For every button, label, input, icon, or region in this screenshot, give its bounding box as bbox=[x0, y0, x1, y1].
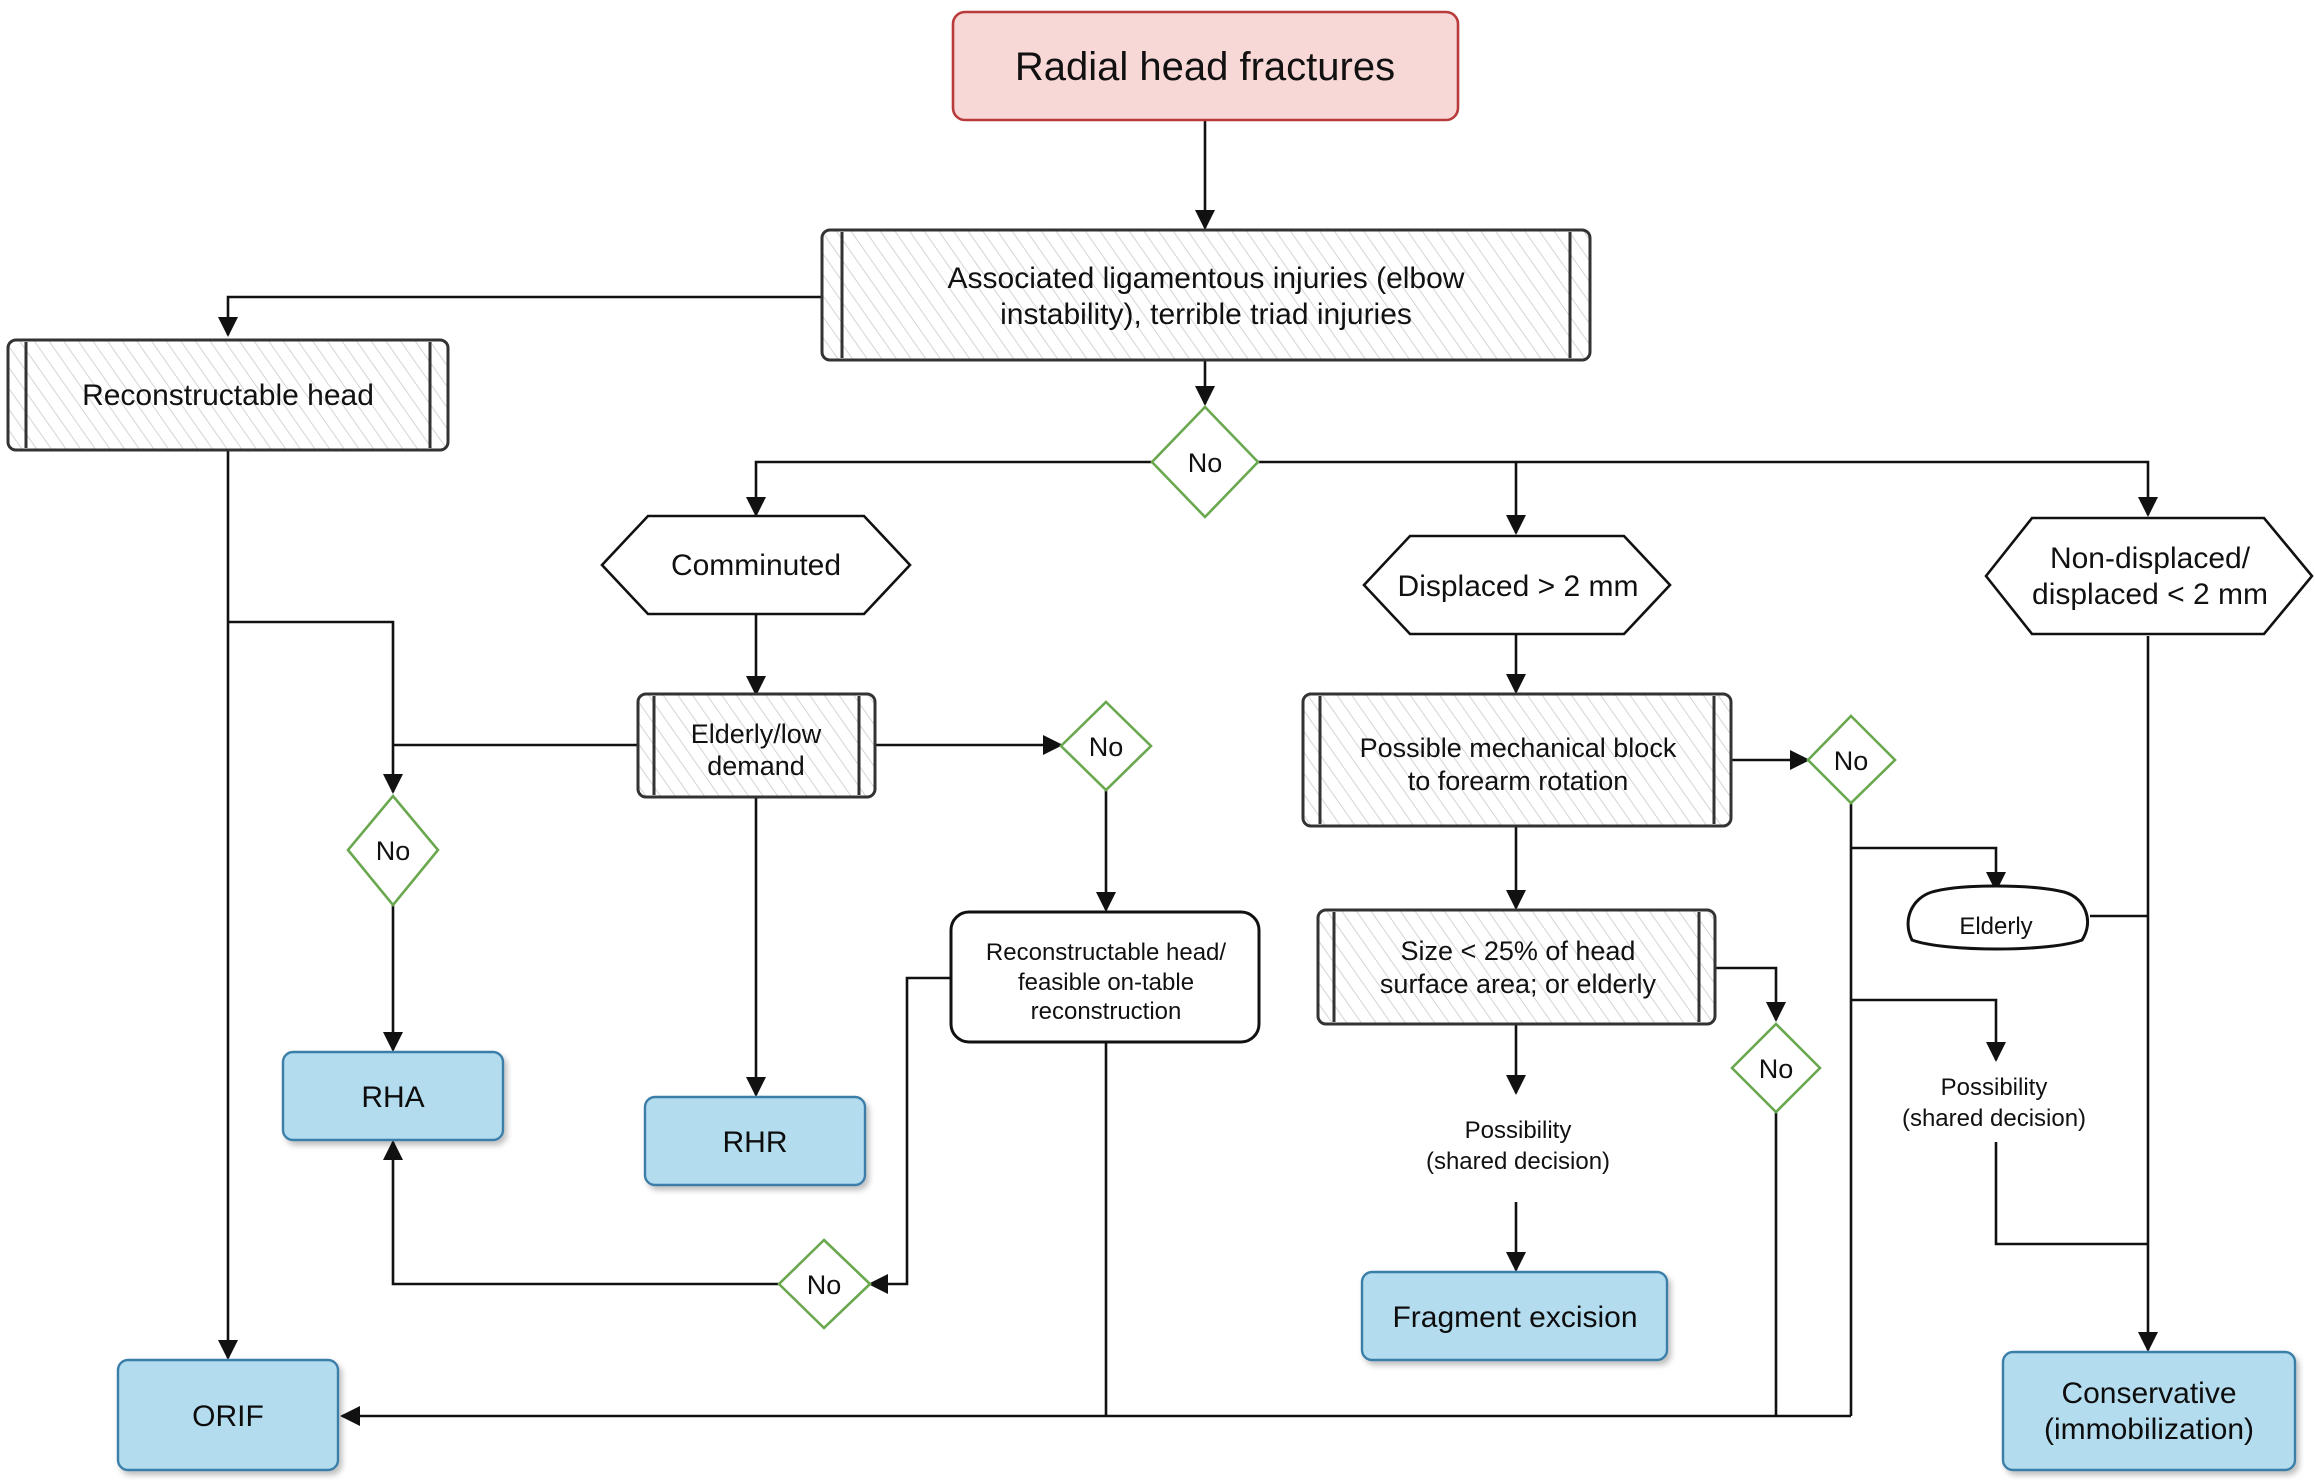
outcome-fragment-excision-text: Fragment excision bbox=[1392, 1301, 1637, 1334]
associated-injuries-node: Associated ligamentous injuries (elbow i… bbox=[820, 228, 1592, 362]
non-displaced-hexagon bbox=[1984, 516, 2314, 636]
possibility-right-line1: Possibility bbox=[1941, 1074, 2048, 1101]
reconstructable-feasible-box bbox=[949, 910, 1261, 1044]
decision-no-elderly-demand-label: No bbox=[1089, 732, 1124, 762]
decision-diamond bbox=[1150, 405, 1260, 519]
decision-no-size: No bbox=[1730, 1022, 1822, 1114]
decision-no-size-label: No bbox=[1759, 1054, 1794, 1084]
mechanical-block-node: Possible mechanical block to forearm rot… bbox=[1301, 692, 1733, 828]
outcome-conservative-line1: Conservative bbox=[2061, 1377, 2236, 1410]
decision-diamond bbox=[1059, 700, 1153, 792]
associated-injuries-line2: instability), terrible triad injuries bbox=[1000, 298, 1412, 331]
outcome-conservative-box bbox=[2001, 1350, 2297, 1472]
decision-no-rha-path: No bbox=[346, 793, 440, 908]
reconstructable-head-node: Reconstructable head bbox=[6, 338, 450, 452]
outcome-conservative-line2: (immobilization) bbox=[2044, 1413, 2254, 1446]
reconstructable-feasible-line2: feasible on-table bbox=[1018, 969, 1194, 996]
displaced-node: Displaced > 2 mm bbox=[1362, 534, 1672, 636]
elderly-low-demand-node: Elderly/low demand bbox=[636, 692, 877, 799]
outcome-conservative: Conservative (immobilization) bbox=[2001, 1350, 2297, 1472]
outcome-rhr-text: RHR bbox=[723, 1126, 788, 1159]
reconstructable-feasible-node: Reconstructable head/ feasible on-table … bbox=[949, 910, 1261, 1044]
non-displaced-line2: displaced < 2 mm bbox=[2032, 578, 2268, 611]
size-small-line2: surface area; or elderly bbox=[1380, 969, 1657, 999]
outcome-rha-text: RHA bbox=[361, 1081, 424, 1114]
title-text: Radial head fractures bbox=[1015, 45, 1395, 89]
displaced-text: Displaced > 2 mm bbox=[1398, 570, 1639, 603]
outcome-rha: RHA bbox=[281, 1050, 505, 1142]
possibility-center-node: Possibility (shared decision) bbox=[1426, 1117, 1610, 1175]
elderly-text: Elderly bbox=[1959, 913, 2032, 940]
outcome-rhr-box bbox=[643, 1095, 867, 1187]
mechanical-block-line2: to forearm rotation bbox=[1408, 766, 1629, 796]
decision-diamond bbox=[1806, 714, 1897, 805]
decision-no-main-label: No bbox=[1188, 448, 1223, 478]
possibility-right-line2: (shared decision) bbox=[1902, 1105, 2086, 1132]
mechanical-block-box bbox=[1301, 692, 1733, 828]
elderly-cloud bbox=[1906, 884, 2090, 951]
associated-injuries-line1: Associated ligamentous injuries (elbow bbox=[948, 262, 1465, 295]
elderly-low-demand-line1: Elderly/low bbox=[691, 719, 822, 749]
size-small-line1: Size < 25% of head bbox=[1401, 936, 1636, 966]
outcome-fragment-excision-box bbox=[1360, 1270, 1669, 1362]
decision-diamond bbox=[777, 1238, 872, 1330]
reconstructable-feasible-line1: Reconstructable head/ bbox=[986, 939, 1226, 966]
size-small-node: Size < 25% of head surface area; or elde… bbox=[1316, 908, 1717, 1026]
non-displaced-node: Non-displaced/ displaced < 2 mm bbox=[1984, 516, 2314, 636]
decision-no-bottom: No bbox=[777, 1238, 872, 1330]
elderly-low-demand-line2: demand bbox=[707, 751, 805, 781]
comminuted-text: Comminuted bbox=[671, 549, 841, 582]
elderly-low-demand-box bbox=[636, 692, 877, 799]
size-small-box bbox=[1316, 908, 1717, 1026]
possibility-right-node: Possibility (shared decision) bbox=[1902, 1074, 2086, 1132]
outcome-rhr: RHR bbox=[643, 1095, 867, 1187]
decision-no-mechanical: No bbox=[1806, 714, 1897, 805]
displaced-hexagon bbox=[1362, 534, 1672, 636]
decision-diamond bbox=[1730, 1022, 1822, 1114]
associated-injuries-box bbox=[820, 228, 1592, 362]
decision-no-rha-path-label: No bbox=[376, 836, 411, 866]
non-displaced-line1: Non-displaced/ bbox=[2050, 542, 2251, 575]
decision-no-mechanical-label: No bbox=[1834, 746, 1869, 776]
reconstructable-head-text: Reconstructable head bbox=[82, 379, 374, 412]
outcome-orif: ORIF bbox=[116, 1358, 340, 1472]
elderly-node: Elderly bbox=[1906, 884, 2090, 951]
decision-no-elderly-demand: No bbox=[1059, 700, 1153, 792]
decision-no-main: No bbox=[1150, 405, 1260, 519]
decision-no-bottom-label: No bbox=[807, 1270, 842, 1300]
outcome-orif-text: ORIF bbox=[192, 1400, 264, 1433]
comminuted-node: Comminuted bbox=[600, 514, 912, 616]
title-node: Radial head fractures bbox=[951, 10, 1460, 122]
comminuted-hexagon bbox=[600, 514, 912, 616]
outcome-fragment-excision: Fragment excision bbox=[1360, 1270, 1669, 1362]
decision-diamond bbox=[346, 793, 440, 908]
outcome-orif-box bbox=[116, 1358, 340, 1472]
title-box bbox=[951, 10, 1460, 122]
mechanical-block-line1: Possible mechanical block bbox=[1360, 733, 1677, 763]
outcome-rha-box bbox=[281, 1050, 505, 1142]
possibility-center-line2: (shared decision) bbox=[1426, 1148, 1610, 1175]
reconstructable-head-box bbox=[6, 338, 450, 452]
possibility-center-line1: Possibility bbox=[1465, 1117, 1572, 1144]
connector-lines bbox=[218, 120, 2158, 1426]
reconstructable-feasible-line3: reconstruction bbox=[1031, 998, 1182, 1025]
